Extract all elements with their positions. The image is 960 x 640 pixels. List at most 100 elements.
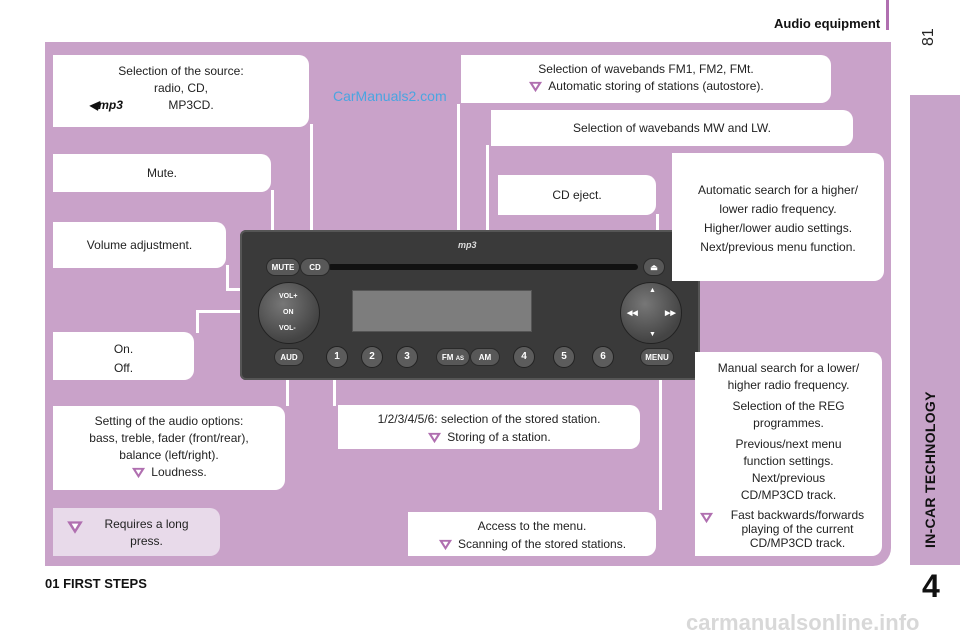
eject-button[interactable]: ⏏: [643, 258, 665, 276]
callout-text: On.: [113, 342, 134, 356]
down-arrow-icon: ▼: [649, 331, 656, 338]
preset-button-3[interactable]: 3: [396, 346, 418, 368]
callout-hint: Storing of a station.: [447, 430, 551, 444]
callout-menu: Access to the menu. Scanning of the stor…: [408, 512, 656, 556]
leader-fm: [457, 104, 460, 350]
chapter-number: 4: [922, 568, 940, 604]
callout-text: radio, CD,: [153, 81, 209, 95]
vol-minus-label: VOL-: [279, 325, 296, 332]
callout-presets: 1/2/3/4/5/6: selection of the stored sta…: [338, 405, 640, 449]
am-button[interactable]: AM: [470, 348, 500, 366]
callout-hint: CD/MP3CD track.: [749, 536, 846, 550]
eject-icon: ⏏: [650, 263, 658, 272]
section-title: 01 FIRST STEPS: [45, 576, 147, 591]
callout-auto-search: Automatic search for a higher/ lower rad…: [672, 153, 884, 281]
chapter-label: IN-CAR TECHNOLOGY: [922, 391, 938, 548]
callout-text: Off.: [113, 361, 134, 375]
callout-text: Selection of the source:: [118, 64, 244, 78]
callout-text: Selection of wavebands FM1, FM2, FMt.: [538, 62, 754, 76]
page-number: 81: [920, 28, 937, 46]
callout-text: programmes.: [753, 416, 824, 430]
fm-button[interactable]: FM AS: [436, 348, 470, 366]
leader-on: [196, 311, 199, 333]
callout-hint: playing of the current: [741, 522, 854, 536]
fm-label: FM: [441, 353, 454, 362]
legend-text: Requires a long: [104, 517, 189, 531]
mp3-badge-icon: ◀mp3: [89, 98, 123, 112]
lcd-display: [352, 290, 532, 332]
hint-row: Loudness.: [53, 464, 285, 481]
leader-on-h: [196, 310, 256, 313]
callout-source: Selection of the source: radio, CD, ◀mp3…: [53, 55, 309, 127]
leader-volume: [226, 265, 229, 290]
footer-watermark: carmanualsonline.info: [686, 610, 920, 635]
callout-text: 1/2/3/4/5/6: selection of the stored sta…: [377, 412, 601, 426]
search-knob[interactable]: ▲ ◀◀ ▶▶ ▼: [620, 282, 682, 344]
leader-menu: [659, 378, 662, 510]
up-arrow-icon: ▲: [649, 287, 656, 294]
preset-button-4[interactable]: 4: [513, 346, 535, 368]
callout-manual-search: Manual search for a lower/ higher radio …: [695, 352, 882, 556]
mute-button[interactable]: MUTE: [266, 258, 300, 276]
callout-text: balance (left/right).: [119, 448, 219, 462]
mp3-row: ◀mp3 MP3CD.: [53, 97, 309, 114]
vol-plus-label: VOL+: [279, 293, 298, 300]
forward-icon: ▶▶: [665, 310, 676, 317]
rewind-icon: ◀◀: [627, 310, 638, 317]
hint-row: Scanning of the stored stations.: [408, 535, 656, 553]
callout-text: CD/MP3CD track.: [740, 488, 837, 502]
hint-row: Storing of a station.: [338, 428, 640, 446]
chapter-sidebar: [910, 95, 960, 565]
callout-text: Setting of the audio options:: [94, 414, 244, 428]
leader-aud: [286, 378, 289, 406]
callout-text: MP3CD.: [168, 98, 214, 112]
watermark: CarManuals2.com: [333, 88, 447, 104]
callout-text: Access to the menu.: [477, 519, 587, 533]
preset-button-6[interactable]: 6: [592, 346, 614, 368]
callout-eject: CD eject.: [498, 175, 656, 215]
callout-text: higher radio frequency.: [727, 378, 850, 392]
callout-text: Selection of the REG: [732, 399, 845, 413]
callout-text: Higher/lower audio settings.: [703, 221, 853, 235]
callout-hint: Loudness.: [151, 465, 207, 479]
callout-volume: Volume adjustment.: [53, 222, 226, 268]
callout-hint: Scanning of the stored stations.: [457, 537, 627, 551]
long-press-icon: [428, 433, 442, 444]
preset-button-2[interactable]: 2: [361, 346, 383, 368]
long-press-icon: [529, 82, 543, 93]
radio-unit: mp3 MUTE CD ⏏ VOL+ ON VOL- ▲ ◀◀ ▶▶ ▼ AUD…: [240, 230, 700, 380]
long-press-icon: [699, 512, 714, 524]
preset-button-1[interactable]: 1: [326, 346, 348, 368]
cd-button[interactable]: CD: [300, 258, 330, 276]
menu-button[interactable]: MENU: [640, 348, 674, 366]
on-label: ON: [283, 309, 294, 316]
callout-text: Automatic search for a higher/: [697, 183, 859, 197]
long-press-icon: [438, 540, 452, 551]
callout-hint: Fast backwards/forwards: [730, 508, 865, 522]
hint-row: Fast backwards/forwards playing of the c…: [695, 508, 882, 550]
callout-text: function settings.: [743, 454, 834, 468]
callout-text: Manual search for a lower/: [717, 361, 860, 375]
mp3-logo: mp3: [458, 240, 477, 250]
legend-box: Requires a long press.: [53, 508, 220, 556]
leader-mute: [271, 190, 274, 252]
preset-button-5[interactable]: 5: [553, 346, 575, 368]
callout-fm: Selection of wavebands FM1, FM2, FMt. Au…: [461, 55, 831, 103]
volume-knob[interactable]: VOL+ ON VOL-: [258, 282, 320, 344]
leader-presets: [333, 378, 336, 406]
callout-mw: Selection of wavebands MW and LW.: [491, 110, 853, 146]
cd-slot: [328, 264, 638, 270]
callout-text: Next/previous menu function.: [700, 240, 856, 254]
callout-mute: Mute.: [53, 154, 271, 192]
callout-hint: Automatic storing of stations (autostore…: [548, 79, 764, 93]
hint-row: Automatic storing of stations (autostore…: [461, 78, 831, 95]
callout-text: Previous/next menu: [735, 437, 842, 451]
callout-text: bass, treble, fader (front/rear),: [89, 431, 249, 445]
callout-text: lower radio frequency.: [719, 202, 837, 216]
legend-text: press.: [130, 534, 163, 548]
aud-button[interactable]: AUD: [274, 348, 304, 366]
long-press-icon: [132, 468, 146, 479]
callout-audio: Setting of the audio options: bass, treb…: [53, 406, 285, 490]
page-header-title: Audio equipment: [774, 16, 881, 31]
callout-text: Next/previous: [751, 471, 826, 485]
